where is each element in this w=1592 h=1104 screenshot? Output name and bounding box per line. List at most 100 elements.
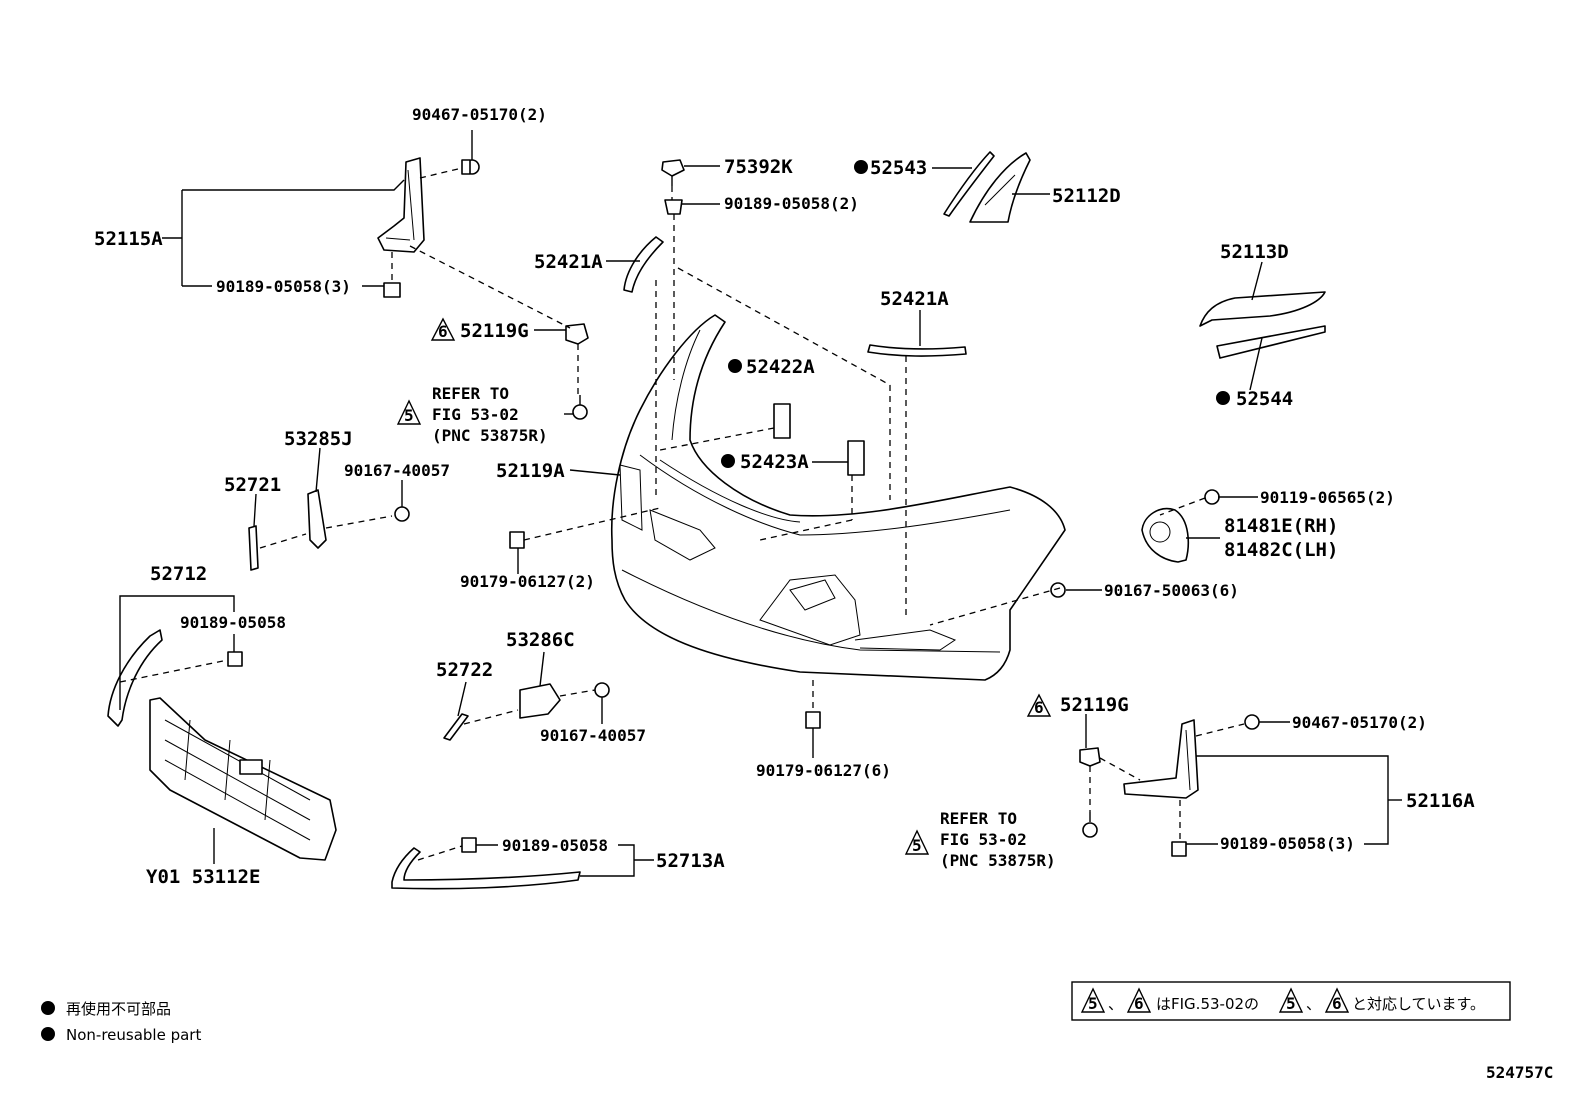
svg-text:(PNC 53875R): (PNC 53875R) [432,426,548,445]
svg-text:6: 6 [1034,698,1044,717]
label-90189-2: 90189-05058(2) [724,194,859,213]
reflector-52721 [248,525,259,571]
bracket-52115A [377,157,425,253]
clip-90467-top [461,159,480,175]
label-53286C: 53286C [506,629,575,651]
triangle-marker-6-bottom: 6 [1026,693,1052,717]
clip-90467-bot [1244,714,1260,730]
leader-lines [119,130,1402,877]
label-52112D: 52112D [1052,185,1121,207]
svg-text:5: 5 [1286,994,1296,1013]
garnish-52113D [1199,291,1326,327]
reflector-52722 [443,713,469,741]
molding-52713A [391,847,581,890]
grille-53112E [149,697,337,861]
label-90467-bot: 90467-05170(2) [1292,713,1427,732]
non-reusable-dot-52423A [721,454,735,468]
clip-90167-40057-bot [594,682,610,698]
label-90179-6: 90179-06127(6) [756,761,891,780]
note-box: 5 、 6 はFIG.53-02の 5 、 6 と対応しています。 [1071,981,1511,1021]
label-52119G-bot: 52119G [1060,694,1129,716]
label-52119A: 52119A [496,460,565,482]
label-90119: 90119-06565(2) [1260,488,1395,507]
clip-90189-single [227,651,243,667]
svg-text:FIG 53-02: FIG 53-02 [940,830,1027,849]
label-52422A: 52422A [746,356,815,378]
non-reusable-dot-52544 [1216,391,1230,405]
pad-52422A [773,403,791,439]
label-90167-50063: 90167-50063(6) [1104,581,1239,600]
clip-90179-2 [509,531,525,549]
triangle-marker-6-top: 6 [430,317,456,341]
svg-text:5: 5 [1088,994,1098,1013]
screw-bottom-right [1082,812,1098,838]
label-52423A: 52423A [740,451,809,473]
svg-text:REFER TO: REFER TO [940,809,1017,828]
svg-text:、: 、 [1108,995,1123,1013]
label-81482C: 81482C(LH) [1224,539,1338,561]
svg-text:5: 5 [404,406,414,425]
note-text-end: と対応しています。 [1352,995,1485,1013]
label-52543: 52543 [870,157,927,179]
label-81481E: 81481E(RH) [1224,515,1338,537]
label-90189-grille: 90189-05058 [502,836,608,855]
label-52421A-right: 52421A [880,288,949,310]
cover-53286C [519,683,561,719]
legend-dot-jp [41,1001,55,1015]
svg-text:6: 6 [1134,994,1144,1013]
svg-text:REFER TO: REFER TO [432,384,509,403]
bracket-52116A [1123,719,1199,799]
label-Y01-53112E: Y01 53112E [146,866,260,888]
bracket-81481E [1141,508,1190,563]
refer-note-top: REFER TO FIG 53-02 (PNC 53875R) [432,384,548,445]
clip-90167-50063 [1050,582,1066,598]
retainer-52119G-bot [1079,747,1101,767]
clip-90179-6 [805,711,821,729]
clip-90189-top [383,282,401,298]
label-90167-40057-top: 90167-40057 [344,461,450,480]
clip-90189-center [664,199,683,215]
non-reusable-dot-52422A [728,359,742,373]
svg-text:(PNC 53875R): (PNC 53875R) [940,851,1056,870]
strip-52544 [1216,325,1326,359]
clip-90119 [1204,489,1220,505]
label-52119G-top: 52119G [460,320,529,342]
label-90189-3-top: 90189-05058(3) [216,277,351,296]
screw-top-left [572,395,588,420]
legend-en: Non-reusable part [66,1026,201,1044]
strip-52543 [943,151,995,217]
figure-code: 524757C [1486,1063,1553,1082]
svg-text:6: 6 [438,322,448,341]
retainer-52119G-top [565,323,589,345]
triangle-marker-5-top: 5 [396,399,422,425]
legend-jp: 再使用不可部品 [66,1000,171,1018]
label-52713A: 52713A [656,850,725,872]
triangle-marker-5-bottom: 5 [904,829,930,855]
non-reusable-dot-52543 [854,160,868,174]
legend-dot-en [41,1027,55,1041]
svg-text:、: 、 [1306,995,1321,1013]
molding-52421A-right [867,344,967,357]
front-bumper-cover [610,314,1066,681]
bracket-52712 [107,629,163,727]
molding-52421A-left [623,236,664,293]
assembly-lines [119,167,1245,861]
label-90189-3-bot: 90189-05058(3) [1220,834,1355,853]
label-90189-single: 90189-05058 [180,613,286,632]
svg-text:FIG 53-02: FIG 53-02 [432,405,519,424]
legend: 再使用不可部品 Non-reusable part [41,1000,201,1044]
svg-text:6: 6 [1332,994,1342,1013]
label-90467-top: 90467-05170(2) [412,105,547,124]
refer-note-bottom: REFER TO FIG 53-02 (PNC 53875R) [940,809,1056,870]
label-53285J: 53285J [284,428,353,450]
label-52421A-left: 52421A [534,251,603,273]
label-52721: 52721 [224,474,281,496]
clip-90189-bot [1171,841,1187,857]
pad-52423A [847,440,865,476]
bracket-53285J [307,489,327,549]
label-90167-40057-bot: 90167-40057 [540,726,646,745]
label-52115A: 52115A [94,228,163,250]
label-90179-2: 90179-06127(2) [460,572,595,591]
